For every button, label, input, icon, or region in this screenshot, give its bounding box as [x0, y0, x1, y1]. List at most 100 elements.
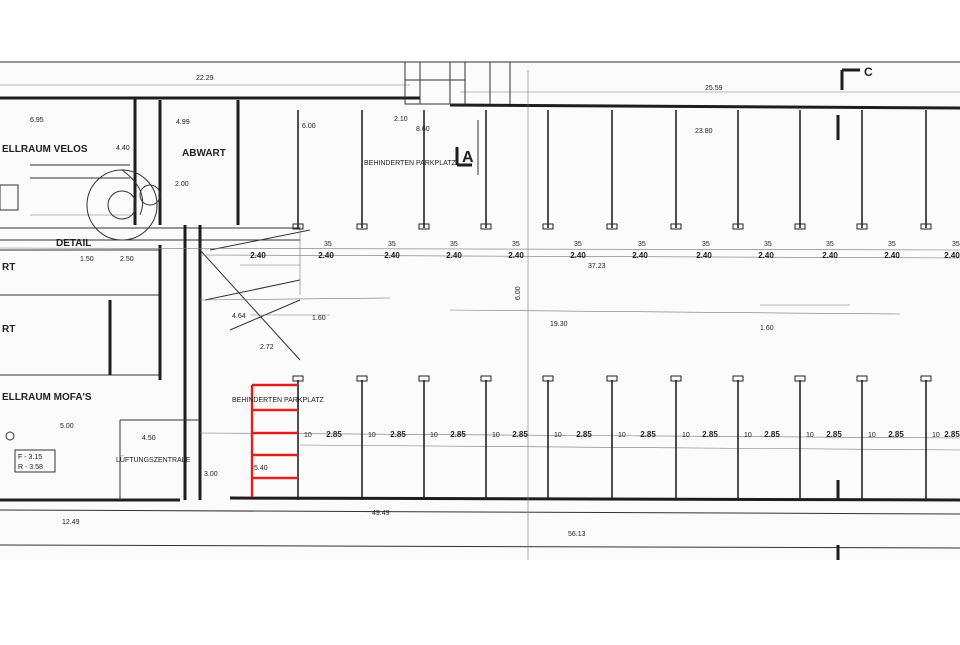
top-column-5: 35 [542, 110, 582, 248]
svg-text:10: 10 [618, 432, 626, 439]
svg-text:10: 10 [806, 432, 814, 439]
svg-text:2.50: 2.50 [120, 256, 134, 263]
svg-text:2.10: 2.10 [394, 116, 408, 123]
svg-text:35: 35 [324, 241, 332, 248]
bottom-column-3: 10 [418, 375, 438, 500]
top-stall-width-2: 2.40 [318, 251, 334, 260]
section-marker-a: A [455, 120, 479, 175]
stair-core [404, 61, 511, 105]
ramp-lines [199, 225, 330, 361]
bottom-stall-width-5: 2.85 [576, 430, 592, 439]
svg-text:10: 10 [430, 432, 438, 439]
top-column-2: 35 [356, 110, 396, 248]
svg-text:6.00: 6.00 [515, 286, 522, 300]
room-label-lueftung: LÜFTUNGSZENTRALE [116, 456, 191, 464]
svg-text:35: 35 [702, 241, 710, 248]
bottom-stall-width-3: 2.85 [450, 430, 466, 439]
svg-text:35: 35 [574, 241, 582, 248]
bottom-stall-width-2: 2.85 [390, 430, 406, 439]
top-column-9: 35 [794, 110, 834, 248]
svg-text:8.60: 8.60 [416, 126, 430, 133]
bottom-stall-width-7: 2.85 [702, 430, 718, 439]
label-behinderten-top: BEHINDERTEN PARKPLATZ [364, 160, 457, 167]
svg-text:37.23: 37.23 [588, 263, 606, 270]
dimension-lines [0, 70, 960, 560]
top-column-4: 35 [480, 110, 520, 248]
room-label-detail: DETAIL [56, 238, 91, 249]
svg-text:10: 10 [304, 432, 312, 439]
svg-text:F - 3.15: F - 3.15 [18, 454, 42, 461]
svg-text:6.95: 6.95 [30, 117, 44, 124]
svg-text:35: 35 [388, 241, 396, 248]
top-column-8: 35 [732, 110, 772, 248]
bottom-stall-width-8: 2.85 [764, 430, 780, 439]
top-stall-width-6: 2.40 [570, 251, 586, 260]
svg-text:35: 35 [450, 241, 458, 248]
svg-text:22.29: 22.29 [196, 75, 214, 82]
svg-text:4.64: 4.64 [232, 313, 246, 320]
bottom-column-10: 10 [856, 375, 876, 500]
svg-text:6.00: 6.00 [302, 123, 316, 130]
room-label-rt-2: RT [2, 324, 15, 335]
bottom-stall-dimensions: 2.85 2.85 2.85 2.85 2.85 2.85 2.85 2.85 2.85 2.85… [326, 430, 960, 439]
top-column-11: 35 [920, 110, 960, 248]
accessible-parking-markings [250, 383, 298, 497]
svg-text:35: 35 [764, 241, 772, 248]
bottom-stall-width-9: 2.85 [826, 430, 842, 439]
svg-text:10: 10 [682, 432, 690, 439]
svg-text:1.60: 1.60 [312, 315, 326, 322]
bottom-column-1: 10 [292, 375, 312, 500]
bottom-stall-width-1: 2.85 [326, 430, 342, 439]
svg-text:1.50: 1.50 [80, 256, 94, 263]
dimension-texts: 22.29 25.59 23.80 37.23 49.49 12.49 56.1… [30, 75, 774, 538]
top-stall-width-1: 2.40 [250, 251, 266, 260]
bottom-stall-width-11: 2.85 [944, 430, 960, 439]
svg-text:3.00: 3.00 [204, 471, 218, 478]
bottom-column-2: 10 [356, 375, 376, 500]
level-note: F - 3.15 R - 3.58 [5, 431, 56, 473]
svg-text:10: 10 [554, 432, 562, 439]
svg-text:23.80: 23.80 [695, 128, 713, 135]
top-stall-width-3: 2.40 [384, 251, 400, 260]
top-stall-width-4: 2.40 [446, 251, 462, 260]
svg-text:4.99: 4.99 [176, 119, 190, 126]
svg-text:A: A [462, 149, 474, 166]
room-label-rt-1: RT [2, 262, 15, 273]
top-stall-width-10: 2.40 [822, 251, 838, 260]
top-stall-width-5: 2.40 [508, 251, 524, 260]
svg-text:35: 35 [952, 241, 960, 248]
top-stall-width-7: 2.40 [632, 251, 648, 260]
svg-text:10: 10 [492, 432, 500, 439]
svg-text:35: 35 [512, 241, 520, 248]
bottom-column-9: 10 [794, 375, 814, 500]
outer-walls [0, 61, 960, 549]
top-column-10: 35 [856, 110, 896, 248]
top-column-3: 35 [418, 110, 458, 248]
bottom-stall-width-6: 2.85 [640, 430, 656, 439]
svg-text:10: 10 [368, 432, 376, 439]
section-marker-c: C [836, 65, 873, 560]
top-column-6: 35 [606, 110, 646, 248]
svg-text:5.40: 5.40 [254, 465, 268, 472]
svg-text:49.49: 49.49 [372, 510, 390, 517]
top-column-7: 35 [670, 110, 710, 248]
bottom-column-5: 10 [542, 375, 562, 500]
svg-text:12.49: 12.49 [62, 519, 80, 526]
label-behinderten-bottom: BEHINDERTEN PARKPLATZ [232, 397, 325, 404]
svg-text:35: 35 [826, 241, 834, 248]
room-label-velos: ELLRAUM VELOS [2, 144, 88, 155]
svg-text:25.59: 25.59 [705, 85, 723, 92]
top-stall-width-11: 2.40 [884, 251, 900, 260]
top-column-1: 35 [292, 110, 332, 248]
svg-text:10: 10 [932, 432, 940, 439]
bottom-stall-width-4: 2.85 [512, 430, 528, 439]
bottom-column-11: 10 [920, 375, 940, 500]
bottom-column-7: 10 [670, 375, 690, 500]
svg-text:10: 10 [868, 432, 876, 439]
top-stall-width-12: 2.40 [944, 251, 960, 260]
room-label-abwart: ABWART [182, 148, 226, 159]
bottom-column-4: 10 [480, 375, 500, 500]
